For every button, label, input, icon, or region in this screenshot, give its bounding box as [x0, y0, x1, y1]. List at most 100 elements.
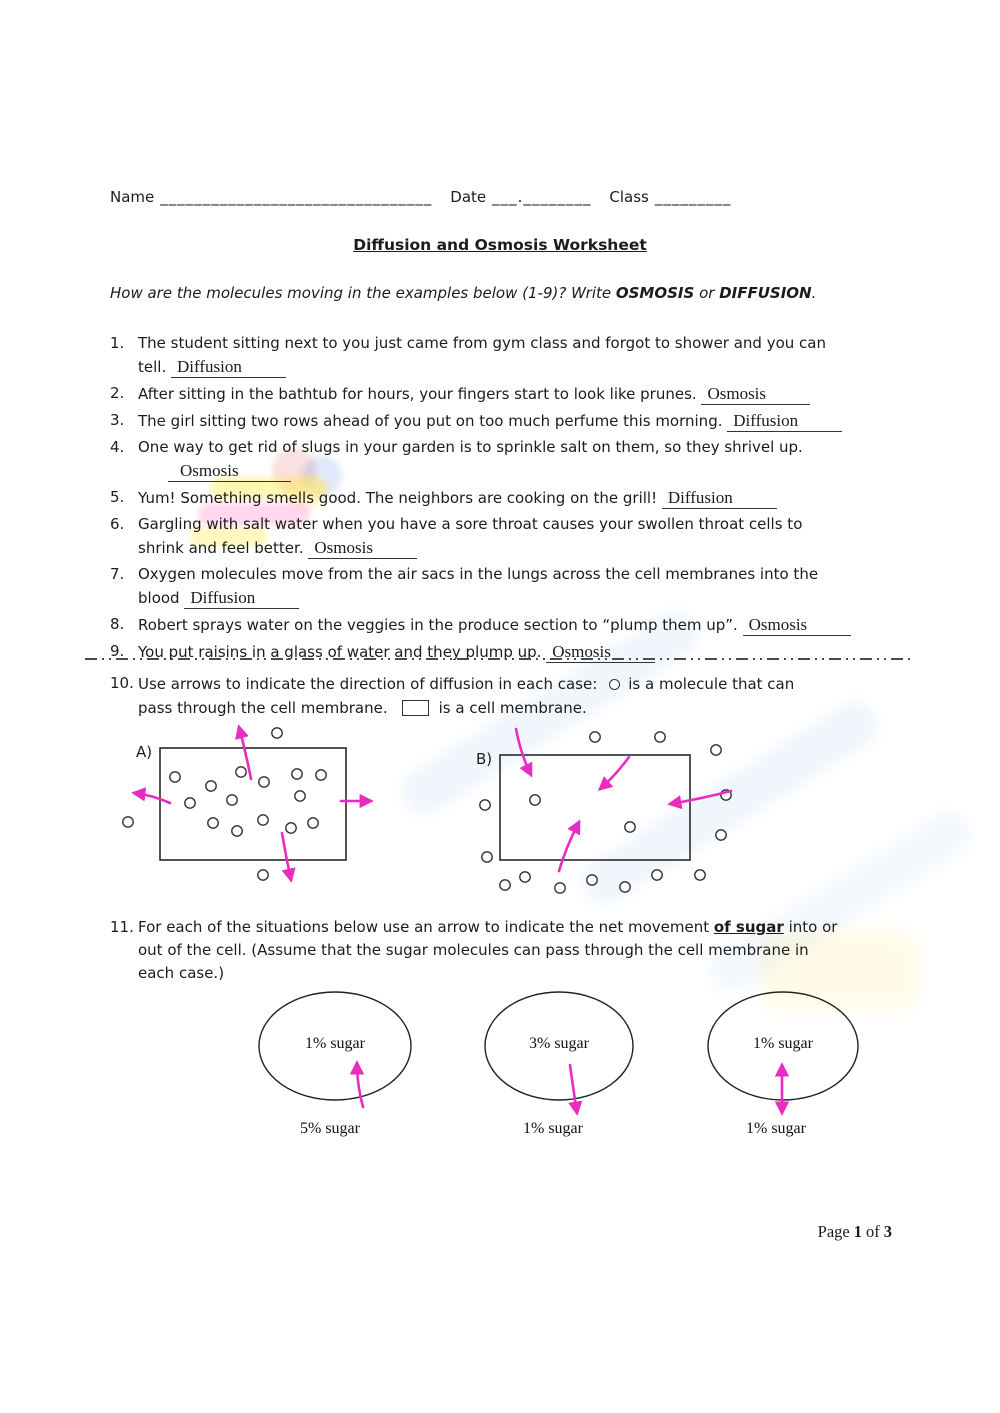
watermark-blob-red	[272, 448, 316, 492]
diffusion-diagrams: A) B)	[0, 715, 1000, 910]
intro-lead: How are the molecules moving in the exam…	[110, 284, 616, 302]
dashed-divider	[85, 658, 915, 660]
q11-line2: out of the cell. (Assume that the sugar …	[138, 941, 809, 959]
molecule-b	[654, 731, 666, 743]
answer-blank: Osmosis	[701, 384, 811, 405]
molecule-a	[184, 797, 196, 809]
question-number: 3.	[110, 411, 125, 429]
cell-2-inside-label: 3% sugar	[529, 1035, 589, 1052]
answer-blank: Diffusion	[661, 488, 777, 509]
question-text: You put raisins in a glass of water and …	[138, 642, 655, 663]
arrow-out-of-cell-2	[568, 1063, 583, 1116]
question-list: 1. The student sitting next to you just c…	[110, 332, 922, 667]
question-4: 4. One way to get rid of slugs in your ga…	[110, 436, 922, 483]
q10-text-2a: pass through the cell membrane.	[138, 699, 388, 717]
highlight-yellow-2	[190, 527, 268, 547]
question-3: 3.The girl sitting two rows ahead of you…	[110, 409, 922, 433]
highlight-pink	[198, 503, 310, 525]
molecule-a	[226, 794, 238, 806]
sugar-cells: 1% sugar 3% sugar 1% sugar 5% sugar 1% s…	[0, 985, 1000, 1165]
cell-1-outside-label: 5% sugar	[300, 1120, 360, 1137]
question-2: 2.After sitting in the bathtub for hours…	[110, 382, 922, 406]
cell-2	[484, 991, 634, 1101]
name-blank-line: ________________________________	[160, 188, 433, 206]
cell-3-outside-label: 1% sugar	[746, 1120, 806, 1137]
watermark-yellow-large	[760, 930, 920, 1010]
answer-line: Osmosis	[168, 459, 922, 483]
footer-of-word: of	[866, 1222, 880, 1241]
footer-page-total: 3	[883, 1222, 892, 1241]
molecule-a	[122, 816, 134, 828]
arrow-into-cell-1	[349, 1060, 365, 1109]
answer-blank: Diffusion	[727, 411, 843, 432]
question-8: 8. Robert sprays water on the veggies in …	[110, 613, 922, 637]
molecule-b	[499, 879, 511, 891]
question-number: 1.	[110, 334, 125, 352]
arrow-in-top-left	[514, 727, 533, 778]
footer-page-word: Page	[817, 1222, 850, 1241]
question-5: 5.Yum! Something smells good. The neighb…	[110, 486, 922, 510]
arrow-out-down	[280, 831, 296, 883]
q11-line3: each case.)	[138, 964, 225, 982]
watermark-blob-yellow	[288, 474, 324, 510]
intro-or: or	[694, 284, 720, 302]
diffusion-arrows-a	[131, 724, 374, 883]
molecule-b	[554, 882, 566, 894]
question-text: One way to get rid of slugs in your gard…	[138, 438, 803, 456]
molecule-a	[307, 817, 319, 829]
molecule-b	[529, 794, 541, 806]
answer-blank: Osmosis	[308, 538, 417, 559]
molecule-a	[258, 776, 270, 788]
question-text: Oxygen molecules move from the air sacs …	[138, 565, 819, 609]
header-row: Name________________________________Date…	[110, 188, 731, 206]
diagram-a-label: A)	[136, 743, 153, 761]
molecule-b	[651, 869, 663, 881]
molecule-a	[231, 825, 243, 837]
question-number: 8.	[110, 615, 125, 633]
intro-instruction: How are the molecules moving in the exam…	[110, 284, 930, 302]
question-1: 1. The student sitting next to you just c…	[110, 332, 922, 379]
molecule-a	[205, 780, 217, 792]
question-7: 7. Oxygen molecules move from the air sac…	[110, 563, 922, 610]
molecules-group	[122, 727, 732, 894]
molecule-b	[624, 821, 636, 833]
q10-text-2b: is a cell membrane.	[438, 699, 587, 717]
question-number: 11.	[110, 918, 134, 936]
question-number: 2.	[110, 384, 125, 402]
molecule-a	[271, 727, 283, 739]
molecule-b	[715, 829, 727, 841]
molecule-b	[589, 731, 601, 743]
question-text: Robert sprays water on the veggies in th…	[138, 615, 852, 636]
highlight-yellow	[210, 477, 328, 499]
answer-blank: Osmosis	[546, 642, 655, 663]
question-number: 7.	[110, 565, 125, 583]
question-number: 10.	[110, 674, 134, 692]
question-number: 4.	[110, 438, 125, 456]
answer-blank: Diffusion	[184, 588, 300, 609]
molecule-a	[291, 768, 303, 780]
q11-of-sugar: of sugar	[713, 918, 784, 936]
molecule-a	[257, 869, 269, 881]
arrow-in-top-right	[597, 755, 631, 791]
arrow-in-bottom	[557, 819, 581, 873]
intro-diffusion: DIFFUSION	[719, 284, 812, 302]
question-text: The student sitting next to you just cam…	[138, 334, 827, 378]
class-blank-line: _________	[654, 188, 732, 206]
diffusion-arrows-b	[514, 727, 733, 873]
date-blank-line: ___.________	[492, 188, 592, 206]
molecule-b	[481, 851, 493, 863]
question-number: 5.	[110, 488, 125, 506]
cells-svg	[258, 991, 859, 1116]
question-10: 10.Use arrows to indicate the direction …	[110, 672, 940, 720]
q10-text-1b: is a molecule that can	[628, 675, 795, 693]
molecule-b	[519, 871, 531, 883]
molecule-icon	[609, 679, 621, 690]
intro-end: .	[811, 284, 817, 302]
intro-osmosis: OSMOSIS	[615, 284, 695, 302]
question-number: 9.	[110, 642, 125, 660]
question-6: 6.Gargling with salt water when you have…	[110, 513, 922, 560]
arrow-out-up	[235, 724, 253, 781]
arrow-out-left	[131, 787, 172, 805]
